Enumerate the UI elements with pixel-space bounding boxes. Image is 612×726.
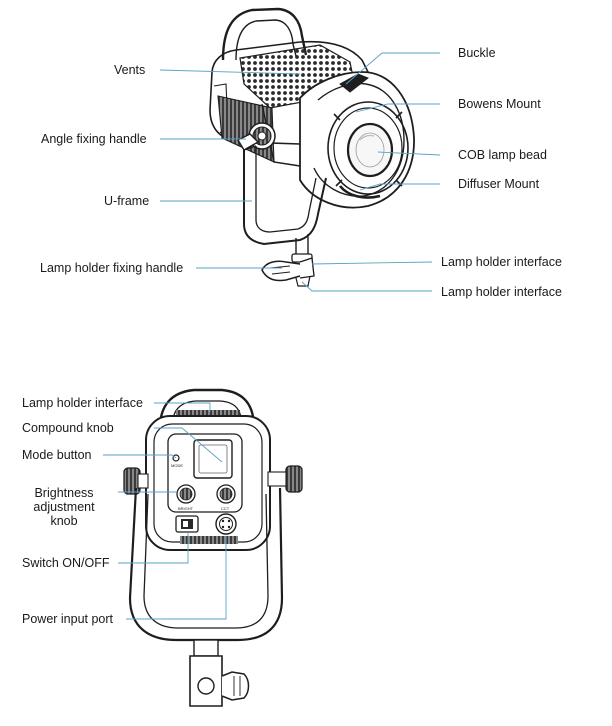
label-rear-lamp-holder-interface: Lamp holder interface	[22, 396, 143, 410]
label-power-input-port: Power input port	[22, 612, 114, 626]
rear-view-lamp: MODE BRIGHT CCT	[123, 388, 303, 707]
label-angle-fixing-handle: Angle fixing handle	[41, 132, 147, 146]
panel-text-cct: CCT	[221, 506, 230, 511]
leader-cob-lamp-bead	[377, 151, 441, 156]
lamp-holder-fixing-handle-part	[261, 260, 306, 282]
label-switch-on-off: Switch ON/OFF	[22, 556, 110, 570]
label-lamp-holder-fixing-handle: Lamp holder fixing handle	[40, 261, 184, 275]
label-lamp-holder-interface-2: Lamp holder interface	[441, 285, 562, 299]
right-side-knob	[285, 465, 303, 493]
label-brightness-line3: knob	[50, 514, 78, 528]
leader-lamp-holder-interface-2	[301, 281, 432, 292]
label-brightness-line2: adjustment	[33, 500, 95, 514]
leader-lines	[103, 52, 441, 620]
panel-text-mode: MODE	[171, 463, 183, 468]
control-panel	[167, 433, 243, 513]
leader-power-input-port	[126, 536, 227, 620]
leader-lamp-holder-interface-1	[311, 261, 433, 265]
label-compound-knob: Compound knob	[22, 421, 114, 435]
leader-buckle	[345, 52, 440, 85]
bowens-mount-ring	[327, 101, 409, 195]
label-brightness-line1: Brightness	[34, 486, 94, 500]
power-input-port-part	[215, 513, 237, 535]
leader-rear-lamp-holder-interface	[154, 402, 211, 412]
leader-bowens-mount	[355, 103, 440, 113]
label-brightness-adjustment-knob: Brightness adjustment knob	[14, 486, 114, 528]
leader-compound-knob	[154, 427, 223, 463]
leader-diffuser-mount	[359, 183, 440, 191]
display-screen	[193, 439, 233, 479]
label-cob-lamp-bead: COB lamp bead	[458, 148, 547, 162]
label-vents: Vents	[114, 63, 146, 77]
leader-mode-button	[103, 454, 177, 459]
label-buckle: Buckle	[458, 46, 496, 60]
label-u-frame: U-frame	[104, 194, 150, 208]
leader-vents	[159, 69, 301, 75]
cob-lens	[346, 122, 394, 178]
side-view-lamp	[209, 7, 415, 287]
label-lamp-holder-interface-1: Lamp holder interface	[441, 255, 562, 269]
panel-text-bright: BRIGHT	[178, 506, 194, 511]
leader-switch	[118, 532, 189, 564]
label-diffuser-mount: Diffuser Mount	[458, 177, 540, 191]
label-mode-button: Mode button	[22, 448, 92, 462]
buckle-part	[339, 73, 369, 93]
label-bowens-mount: Bowens Mount	[458, 97, 541, 111]
